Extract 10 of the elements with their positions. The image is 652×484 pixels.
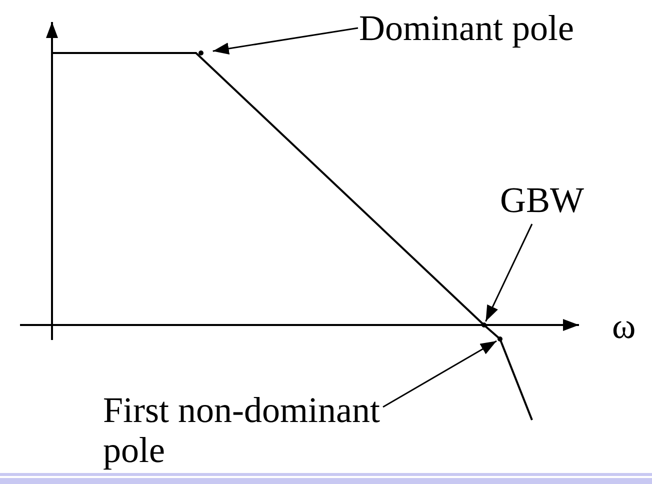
curve-point (482, 322, 486, 328)
leader-line (382, 340, 497, 408)
callout-text: GBW (500, 180, 584, 220)
curve-point (498, 336, 502, 342)
axis-label: ω (612, 306, 636, 346)
curve-point (198, 50, 204, 56)
leader-line (485, 224, 533, 322)
callout-text: Dominant pole (359, 8, 574, 48)
leader-line (212, 27, 358, 55)
callout-text: First non-dominant pole (103, 390, 448, 470)
